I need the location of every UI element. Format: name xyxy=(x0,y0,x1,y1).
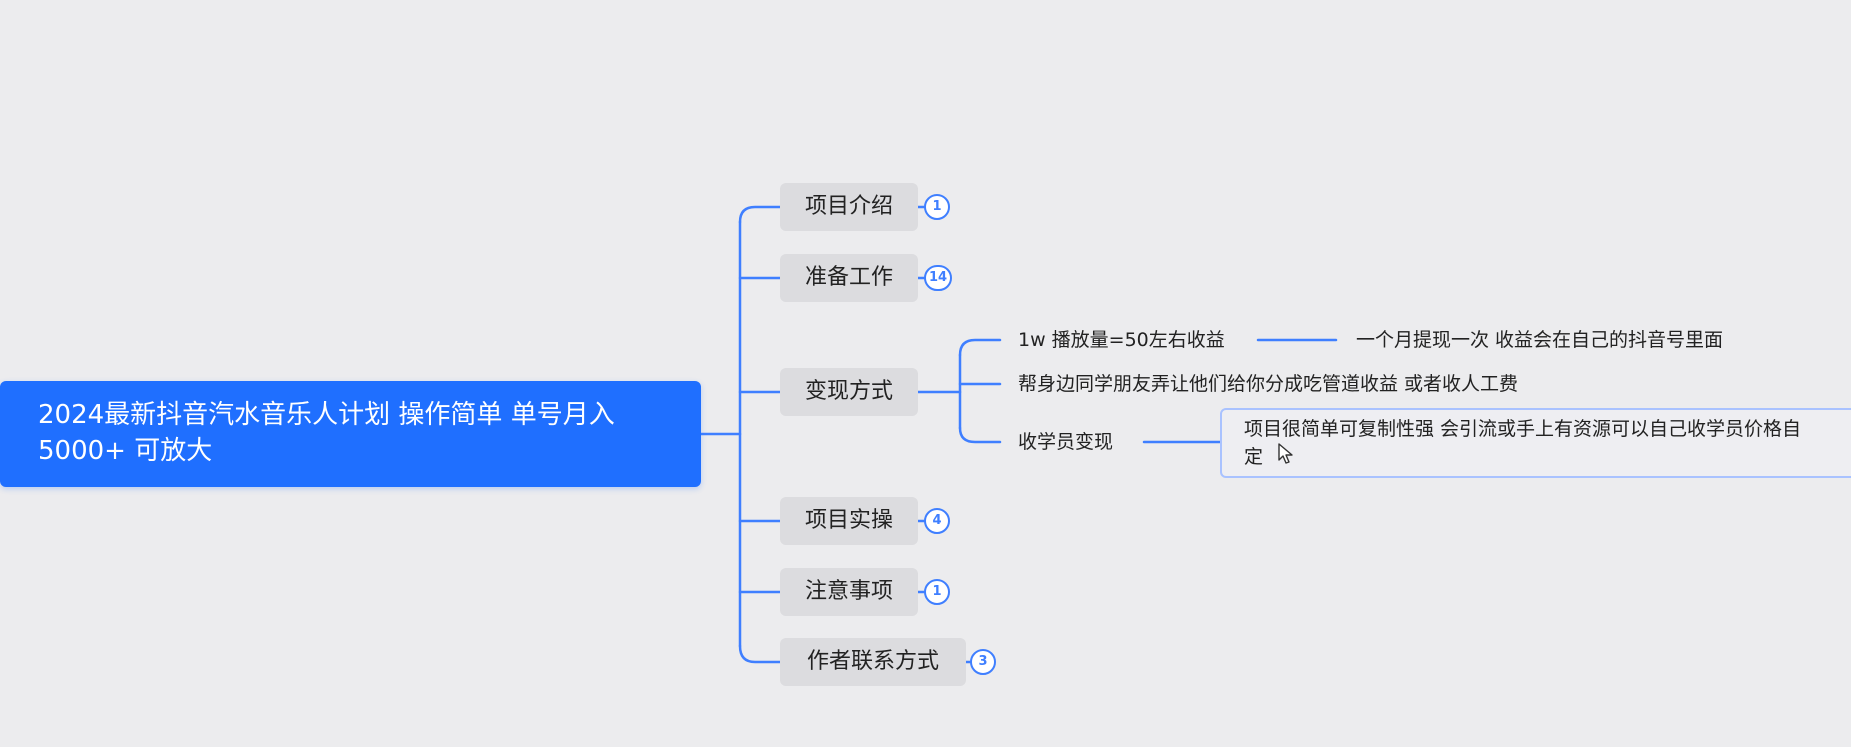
root-title-line-1: 2024最新抖音汽水音乐人计划 操作简单 单号月入 xyxy=(38,400,615,430)
branch-preparation[interactable]: 准备工作 xyxy=(780,254,918,302)
branch-project-practice[interactable]: 项目实操 xyxy=(780,497,918,545)
connector-child-1 xyxy=(958,338,1002,357)
branch-project-intro[interactable]: 项目介绍 xyxy=(780,183,918,231)
connector-branch-1 xyxy=(738,205,782,224)
branch-notes[interactable]: 注意事项 xyxy=(780,568,918,616)
branch-project-practice-count-badge[interactable]: 4 xyxy=(924,508,950,534)
branch-project-intro-count-badge[interactable]: 1 xyxy=(924,194,950,220)
student-note-line-1: 项目很简单可复制性强 会引流或手上有资源可以自己收学员价格自 xyxy=(1244,418,1802,440)
root-node[interactable]: 2024最新抖音汽水音乐人计划 操作简单 单号月入 5000+ 可放大 xyxy=(0,381,701,487)
root-title-line-2: 5000+ 可放大 xyxy=(38,436,213,466)
branch-notes-count-badge[interactable]: 1 xyxy=(924,579,950,605)
branch-monetization[interactable]: 变现方式 xyxy=(780,368,918,416)
student-note-editor[interactable]: 项目很简单可复制性强 会引流或手上有资源可以自己收学员价格自 定 xyxy=(1220,408,1851,478)
branch-author-contact[interactable]: 作者联系方式 xyxy=(780,638,966,686)
connector-branch-6 xyxy=(738,644,782,664)
monetization-play-note[interactable]: 一个月提现一次 收益会在自己的抖音号里面 xyxy=(1356,329,1724,351)
monetization-child-students[interactable]: 收学员变现 xyxy=(1018,431,1114,453)
branch-preparation-count-badge[interactable]: 14 xyxy=(924,265,953,291)
student-note-line-2: 定 xyxy=(1244,446,1264,468)
monetization-child-plays[interactable]: 1w 播放量=50左右收益 xyxy=(1018,329,1225,351)
mouse-cursor-icon xyxy=(1278,443,1293,464)
monetization-child-friends[interactable]: 帮身边同学朋友弄让他们给你分成吃管道收益 或者收人工费 xyxy=(1018,373,1519,395)
connector-child-3 xyxy=(958,426,1002,444)
branch-author-contact-count-badge[interactable]: 3 xyxy=(970,649,996,675)
